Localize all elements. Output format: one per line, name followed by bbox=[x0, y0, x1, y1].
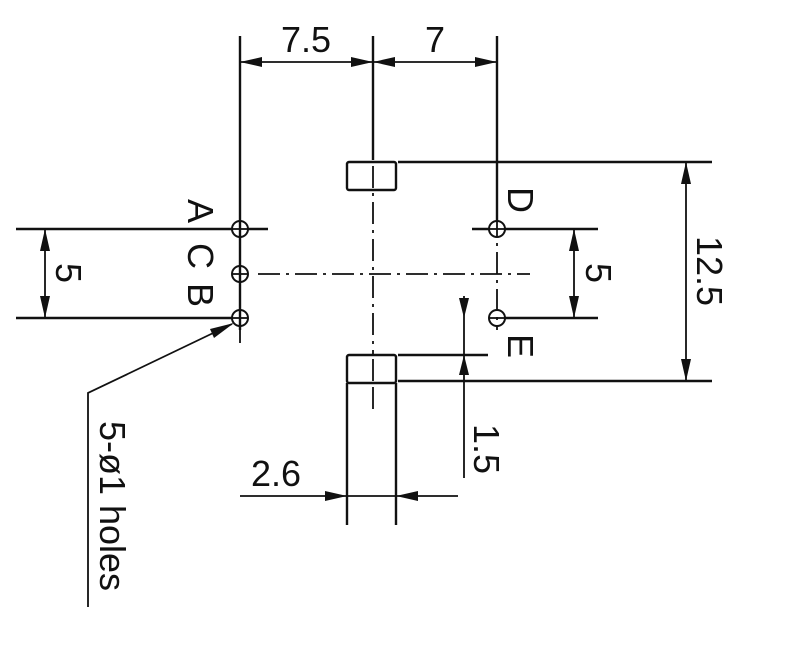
dimension-top: 7.5 7 bbox=[238, 19, 499, 330]
dim-small-offset-label: 1.5 bbox=[466, 424, 507, 474]
holes-note-label: 5-ø1 holes bbox=[92, 421, 133, 591]
dim-overall-height-label: 12.5 bbox=[689, 236, 730, 306]
pin-label-b: B bbox=[180, 283, 221, 307]
dimension-right-vertical: 5 bbox=[472, 227, 619, 320]
pin-label-c: C bbox=[180, 243, 221, 269]
dimension-left-vertical: 5 bbox=[16, 227, 268, 320]
pin-label-d: D bbox=[500, 187, 541, 213]
pad-top bbox=[345, 160, 398, 192]
holes-note: 5-ø1 holes bbox=[87, 323, 234, 607]
pin-labels: A C B D E bbox=[180, 187, 541, 358]
dim-pad-width-label: 2.6 bbox=[251, 453, 301, 494]
dimension-overall-height: 12.5 bbox=[398, 160, 730, 383]
pad-bottom bbox=[345, 353, 398, 385]
hole-e bbox=[488, 309, 506, 327]
dim-left-vertical-label: 5 bbox=[48, 263, 89, 283]
dim-right-vertical-label: 5 bbox=[578, 263, 619, 283]
hole-c bbox=[231, 265, 249, 283]
dimension-pad-width: 2.6 bbox=[240, 453, 458, 501]
pads bbox=[345, 160, 398, 525]
dim-top-left-label: 7.5 bbox=[281, 19, 331, 60]
dimension-small-offset: 1.5 bbox=[398, 296, 507, 478]
pin-label-a: A bbox=[180, 199, 221, 223]
dim-top-right-label: 7 bbox=[425, 19, 445, 60]
pin-label-e: E bbox=[500, 334, 541, 358]
